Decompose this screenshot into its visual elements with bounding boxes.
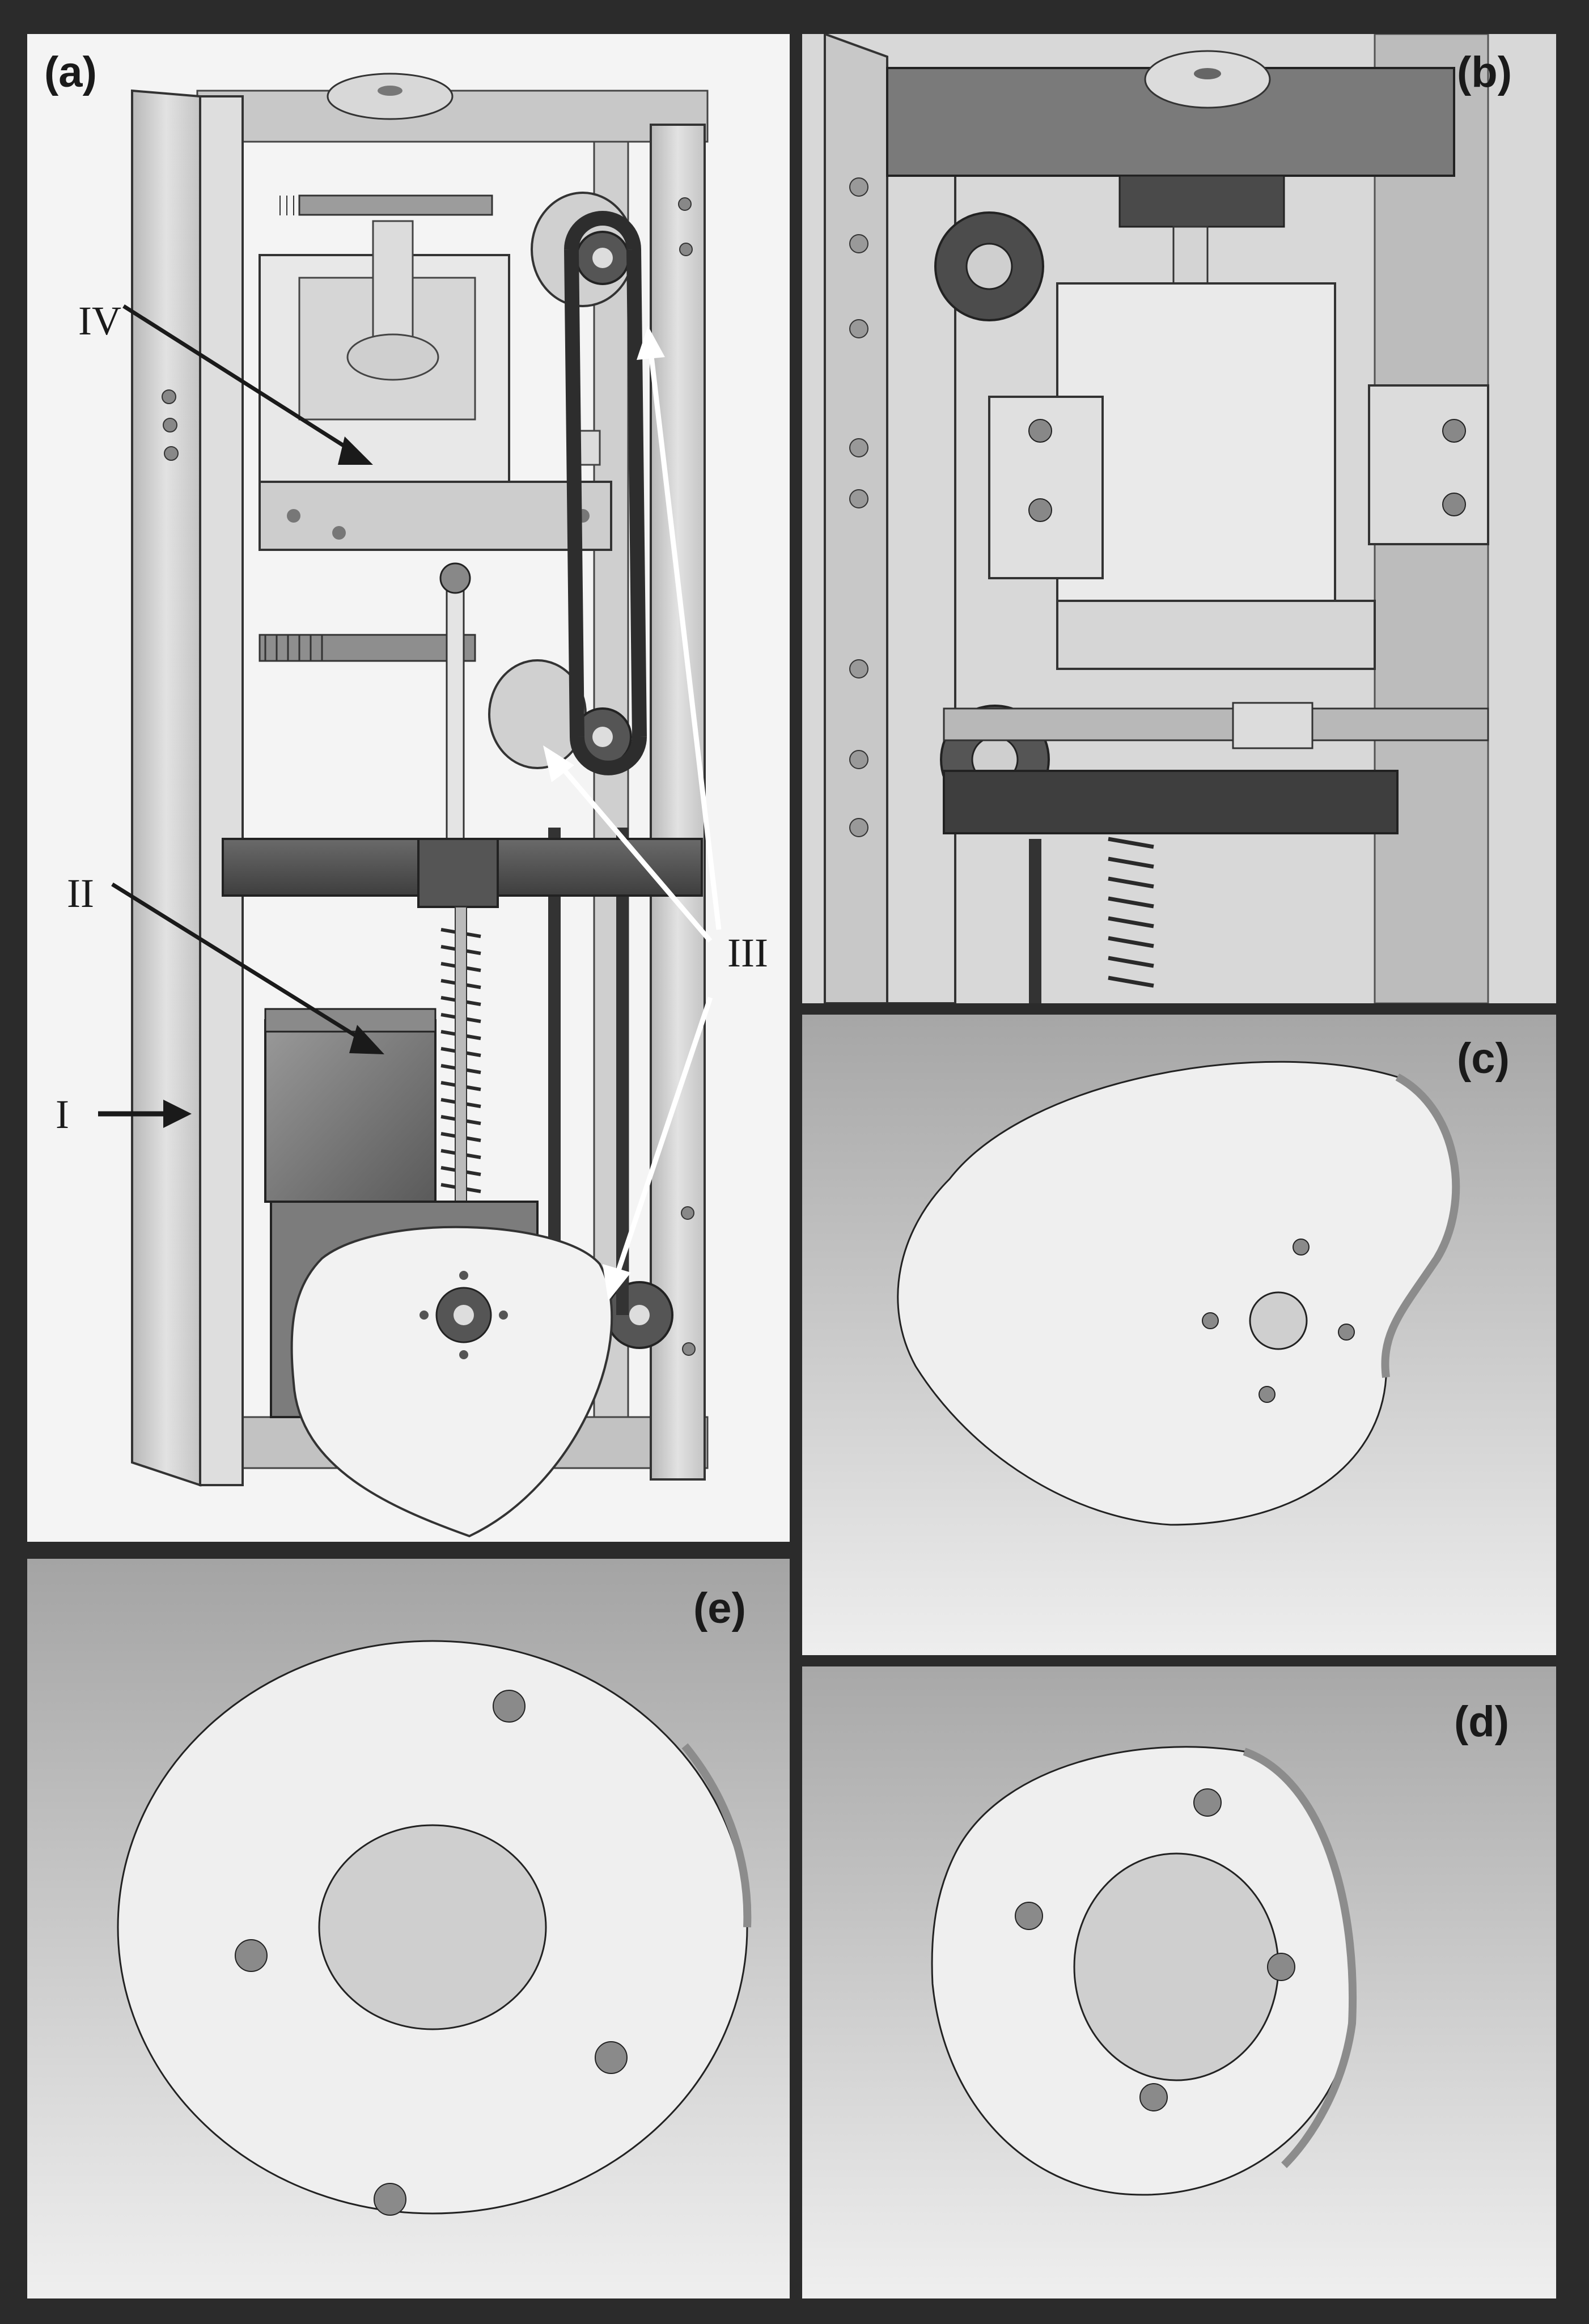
left-front-post (824, 34, 888, 1003)
cam-d-bore (1073, 1852, 1279, 2081)
disk-e (27, 1559, 790, 2298)
panel-c: (c) (802, 1015, 1556, 1655)
mechanism-assembly-drawing (98, 73, 722, 1538)
cam-profile-c (802, 1015, 1556, 1655)
panel-e: (e) (27, 1559, 790, 2298)
hopper-base-plate (259, 481, 612, 551)
callout-iv-label: IV (78, 298, 121, 343)
panel-d: (d) (802, 1666, 1556, 2298)
frame-front-left-post (131, 89, 201, 1487)
panel-e-label: (e) (693, 1584, 746, 1632)
cam-c-bore (1249, 1291, 1308, 1350)
disk-e-hole (374, 2183, 406, 2216)
disk-e-hole (235, 1939, 268, 1972)
cam-c-outline (897, 1061, 1457, 1526)
cam-d-hole (1193, 1788, 1222, 1817)
cam-c-hole (1293, 1239, 1310, 1256)
hopper-closeup-drawing (802, 34, 1556, 1003)
screw-rod (943, 707, 1489, 741)
panel-d-label: (d) (1454, 1698, 1510, 1746)
cam-profile-d (802, 1666, 1556, 2298)
hopper-base (1056, 600, 1376, 670)
cam-d-hole (1139, 2083, 1168, 2111)
cross-bar (943, 770, 1399, 834)
motor (264, 1019, 437, 1203)
cam-c-hole (1338, 1324, 1355, 1341)
callout-i-label: I (56, 1092, 69, 1137)
connecting-rod (446, 577, 465, 874)
frame-front-left-post-face (199, 95, 244, 1486)
cam-c-hole (1202, 1312, 1219, 1329)
disk-e-hole (493, 1690, 526, 1723)
panel-a-label: (a) (44, 48, 97, 96)
cam-c-hole (1259, 1386, 1276, 1403)
disk-e-hole (595, 2041, 628, 2074)
callout-iii-label: III (727, 930, 768, 976)
panel-a: (a) IV II I III (27, 34, 790, 1542)
panel-b: (b) (802, 34, 1556, 1003)
panel-b-label: (b) (1457, 48, 1512, 96)
frame-front-right-post (650, 124, 706, 1481)
spring (1108, 837, 1154, 988)
timing-belt (564, 249, 647, 737)
cam-d-hole (1267, 1953, 1295, 1981)
callout-ii-label: II (67, 871, 94, 916)
cam-d-hole (1015, 1902, 1043, 1930)
top-disk (327, 73, 454, 120)
cam-disk (290, 1225, 613, 1538)
callout-arrows (98, 304, 722, 1301)
panel-c-label: (c) (1457, 1034, 1510, 1083)
disk-e-bore (318, 1824, 547, 2030)
